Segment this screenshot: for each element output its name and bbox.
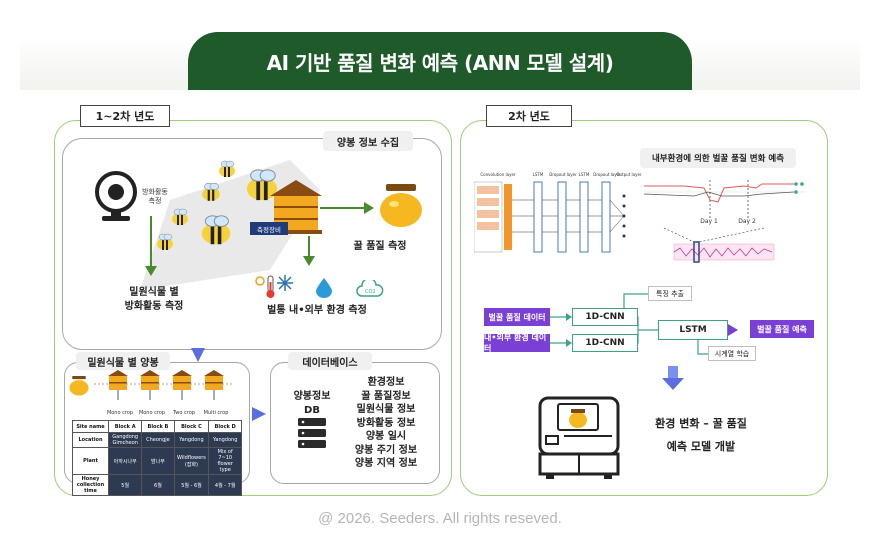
- database-item: 꿀 품질정보: [361, 390, 411, 402]
- flowering-activity-label: 밀원식물 별 방화활동 측정: [124, 287, 184, 312]
- bee-icon: [246, 169, 278, 201]
- table-cell: Wildflowers (잡화): [173, 447, 210, 475]
- cnn-box-2: 1D-CNN: [572, 334, 638, 352]
- output-honey-prediction: 벌꿀 품질 예측: [750, 320, 814, 338]
- prediction-device-icon: [538, 396, 620, 479]
- day1-label: Day 1: [700, 218, 718, 225]
- honey-jar-small-icon: [69, 376, 89, 396]
- database-server-icon: [298, 418, 326, 448]
- nn-layer-label: Output layer: [616, 172, 642, 177]
- table-cell: 4월 - 7월: [208, 474, 242, 496]
- page-title-text: AI 기반 품질 변화 예측 (ANN 모델 설계): [266, 50, 614, 75]
- table-row: Plant 아까시나무 밤나무 Wildflowers (잡화) Mix of …: [71, 447, 242, 475]
- day2-label: Day 2: [738, 218, 756, 225]
- arrow-hive-down: [303, 236, 315, 266]
- table-cell: 6월: [141, 474, 175, 496]
- site-table: Site name Block A Block B Block C Block …: [71, 420, 242, 496]
- input-honey-quality-data: 벌꿀 품질 데이터: [484, 308, 550, 326]
- footer-copyright: @ 2026. Seeders. All rights reseved.: [318, 510, 562, 527]
- thermometer-sun-icon: [255, 275, 275, 298]
- bee-icon: [157, 233, 173, 250]
- site-table-header: Site name Block A Block B Block C Block …: [71, 420, 242, 433]
- database-items-list: 환경정보 꿀 품질정보 밀원식물 정보 방화활동 정보 양봉 일시 양봉 주기 …: [346, 376, 426, 471]
- database-item: 양봉 지역 정보: [354, 458, 418, 469]
- site-table-header-cell: Block D: [208, 420, 242, 433]
- table-row: Honey collection time 5월 6월 5월 - 6월 4월 -…: [71, 474, 242, 496]
- beekeeping-label: 밀원식물 별 양봉: [76, 352, 170, 370]
- crop-label-2: Mono crop: [138, 410, 166, 416]
- chart-label: 내부환경에 의한 벌꿀 품질 변화 예측: [640, 148, 796, 168]
- crop-label-4: Multi crop: [203, 410, 229, 416]
- camera-label: 방화활동 측정: [142, 188, 168, 206]
- arrow-camera-down: [145, 216, 157, 276]
- environment-label: 벌통 내•외부 환경 측정: [267, 305, 367, 316]
- camera-icon: [95, 171, 137, 221]
- table-cell: Yangdong: [208, 432, 242, 448]
- table-row-name: Honey collection time: [71, 474, 110, 496]
- bee-icon: [219, 160, 235, 177]
- table-cell: Cheongje: [141, 432, 175, 448]
- nn-layer-label: Dropout layer: [593, 172, 621, 177]
- time-series-note: 시계열 학습: [708, 346, 756, 361]
- bee-icon: [202, 182, 220, 201]
- snowflake-icon: [277, 275, 293, 291]
- input-environment-data: 내•외부 환경 데이터: [484, 333, 550, 353]
- site-table-header-cell: Block B: [141, 420, 175, 433]
- feature-extract-note: 특징 추출: [648, 286, 692, 301]
- table-cell: 아까시나무: [108, 447, 143, 475]
- table-row-name: Location: [71, 432, 110, 448]
- honey-jar-icon: [380, 184, 422, 227]
- database-label: 데이터베이스: [288, 352, 372, 370]
- arrow-collection-down: [191, 348, 205, 362]
- nn-layer-label: LSTM: [532, 172, 544, 177]
- right-panel-tag: 2차 년도: [486, 105, 572, 127]
- left-panel-tag: 1~2차 년도: [80, 105, 170, 127]
- database-item: 양봉 일시: [365, 431, 407, 442]
- beehive-icon: [270, 180, 322, 234]
- table-cell: 5월: [108, 474, 143, 496]
- sensor-label: 측정장비: [250, 222, 288, 235]
- cnn-box-1: 1D-CNN: [572, 308, 638, 326]
- table-cell: Gangdong Gimcheon: [108, 432, 143, 448]
- bee-icon: [172, 208, 188, 225]
- database-item: 양봉 주기 정보: [354, 444, 418, 456]
- co2-cloud-icon: CO2: [356, 280, 384, 297]
- arrow-to-honey: [320, 202, 374, 214]
- flow-connectors: [550, 293, 738, 355]
- table-row: Location Gangdong Gimcheon Cheongje Yang…: [71, 432, 242, 448]
- table-row-name: Plant: [71, 447, 110, 475]
- hive-row-icon: [94, 370, 234, 400]
- nn-layer-label: Convolution layer: [480, 172, 516, 177]
- neural-network-diagram: [474, 181, 626, 253]
- lstm-box: LSTM: [658, 320, 728, 340]
- page-title: AI 기반 품질 변화 예측 (ANN 모델 설계): [188, 32, 692, 90]
- database-item: 방화활동 정보: [356, 417, 416, 429]
- quality-trend-chart: [644, 180, 806, 263]
- svg-text:CO2: CO2: [365, 289, 376, 295]
- table-cell: Yangdong: [173, 432, 210, 448]
- database-item: 밀원식물 정보: [356, 404, 416, 415]
- bee-icon: [201, 215, 231, 245]
- honey-quality-label: 꿀 품질 측정: [353, 241, 407, 252]
- nn-layer-label: LSTM: [578, 172, 590, 177]
- arrow-to-database: [252, 407, 266, 421]
- result-label: 환경 변화 – 꿀 품질 예측 모델 개발: [655, 417, 747, 454]
- database-item: 환경정보: [367, 377, 405, 388]
- crop-label-3: Two crop: [173, 410, 195, 416]
- table-cell: 5월 - 6월: [173, 474, 210, 496]
- collection-label: 양봉 정보 수집: [323, 131, 413, 151]
- arrow-to-device: [662, 366, 684, 390]
- nn-layer-label: Dropout layer: [549, 172, 577, 177]
- site-table-header-cell: Site name: [71, 420, 110, 433]
- water-drop-icon: [316, 278, 332, 298]
- site-table-header-cell: Block A: [108, 420, 143, 433]
- table-cell: Mix of 7~10 flower type: [208, 447, 242, 475]
- site-table-header-cell: Block C: [173, 420, 210, 433]
- crop-label-1: Mono crop: [106, 410, 134, 416]
- database-name: 양봉정보 DB: [293, 391, 331, 416]
- table-cell: 밤나무: [141, 447, 175, 475]
